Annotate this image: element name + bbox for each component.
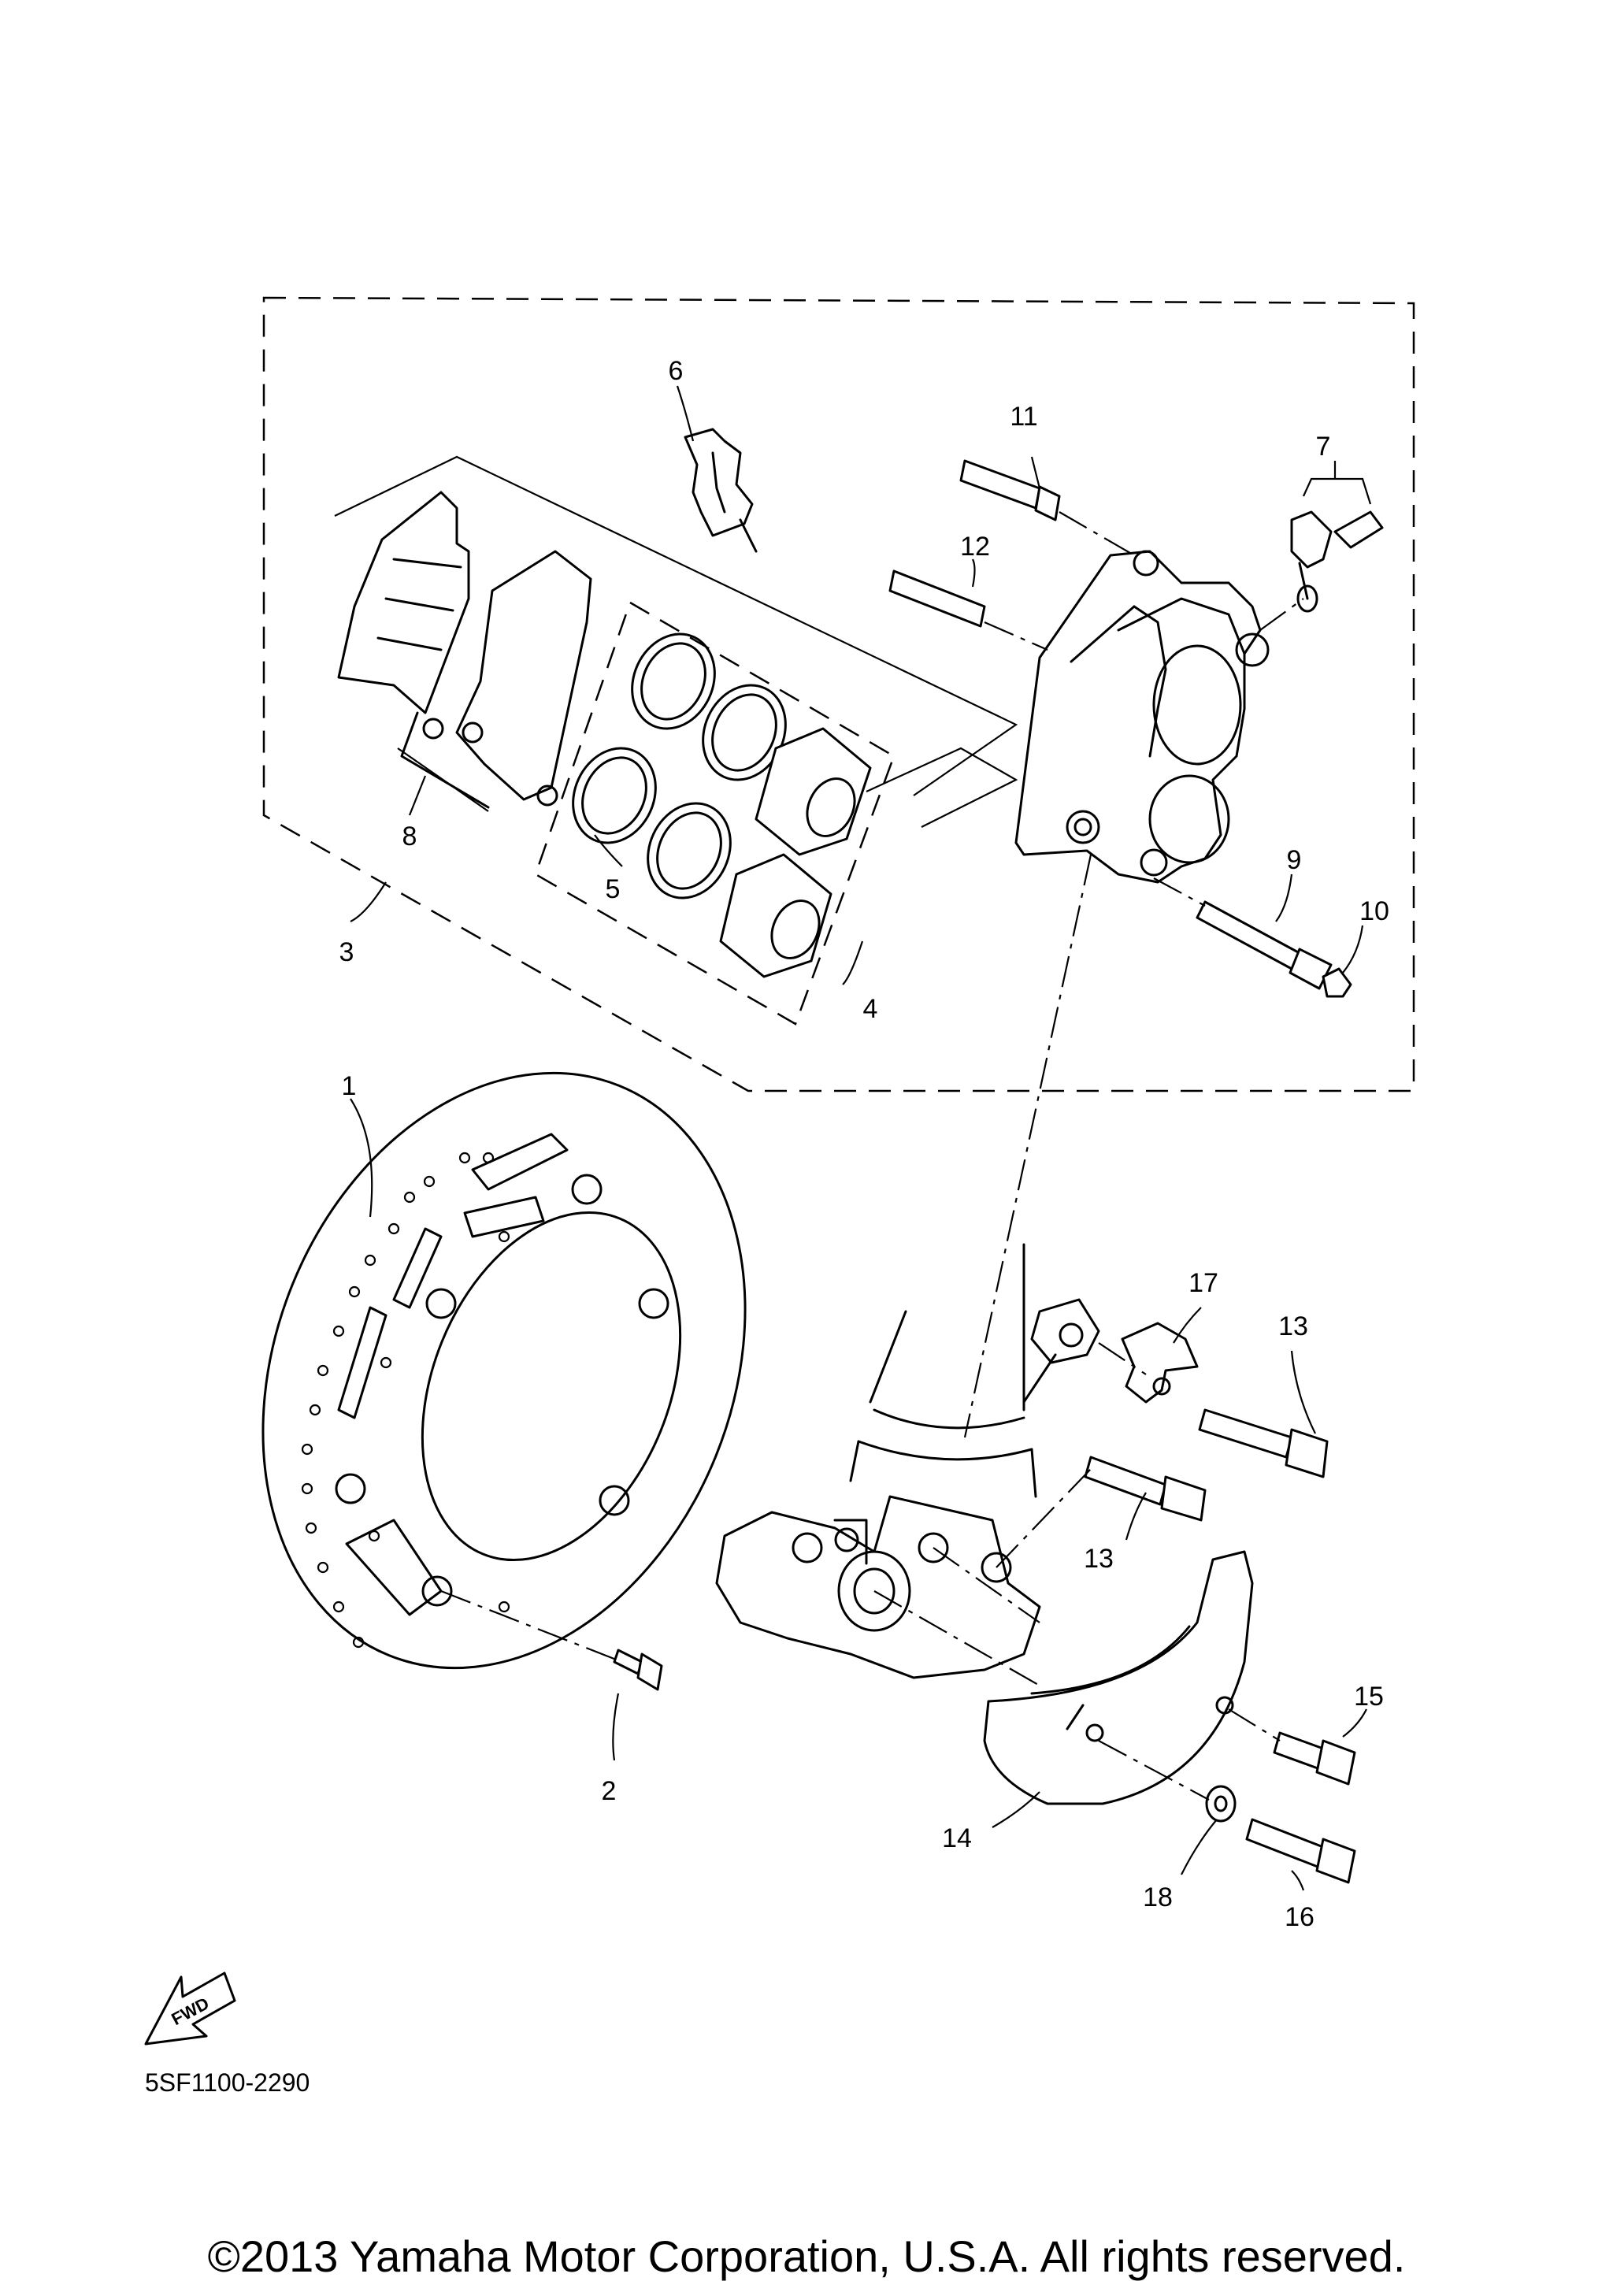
callout-13-upper: 13 [1278,1311,1308,1341]
caliper-assembly-boundary [262,296,1415,1092]
leader-lines [350,385,1372,1891]
brake-disc [261,1071,747,1670]
fork-bracket [1022,1298,1100,1404]
axle-hub [715,1495,1041,1679]
copyright-notice: ©2013 Yamaha Motor Corporation, U.S.A. A… [207,2231,1406,2281]
callout-2: 2 [602,1776,617,1806]
bolt-13-upper [1198,1408,1329,1478]
bolt-13-lower [1084,1456,1207,1522]
caliper-body [1014,550,1270,884]
callout-4: 4 [863,994,878,1024]
piston-seals [572,632,787,899]
brake-pad-inner [455,550,592,807]
callout-16: 16 [1285,1902,1315,1932]
callout-7: 7 [1316,432,1331,462]
bolt-cap [1322,967,1352,998]
pin-12 [888,569,986,628]
callout-18: 18 [1143,1882,1173,1912]
callout-13-lower: 13 [1084,1544,1114,1574]
callout-5: 5 [606,874,621,904]
brake-pad-outer [337,491,470,740]
callout-9: 9 [1287,845,1302,875]
seal-kit-boundary [534,601,895,1026]
callout-8: 8 [402,822,417,851]
front-fork [849,1243,1037,1498]
callout-3: 3 [339,937,354,967]
callout-6: 6 [669,356,684,386]
callout-15: 15 [1354,1682,1384,1712]
bleed-screw [1290,510,1384,613]
disc-guard [983,1550,1254,1805]
washer-18 [1205,1785,1237,1823]
caliper-bolt [1196,900,1333,990]
disc-vent-holes [301,1152,510,1649]
pad-plane [334,455,1018,796]
bolt-16 [1245,1818,1356,1884]
pistons [719,727,872,978]
callout-11: 11 [1010,402,1037,432]
bolt-15 [1273,1731,1356,1786]
guide-17 [1121,1322,1199,1404]
callout-12: 12 [960,532,990,562]
callout-1: 1 [342,1071,357,1101]
callout-14: 14 [942,1823,972,1853]
fwd-arrow-icon: FWD [144,1971,236,2046]
pad-spring [684,428,758,553]
callout-17: 17 [1188,1268,1218,1298]
pin-11 [959,459,1061,521]
disc-bolt [613,1649,663,1691]
diagram-code: 5SF1100-2290 [145,2068,310,2097]
callout-10: 10 [1359,896,1389,926]
callout-labels: 1 2 3 4 5 6 7 8 9 10 11 12 13 13 14 15 1… [339,356,1389,1932]
